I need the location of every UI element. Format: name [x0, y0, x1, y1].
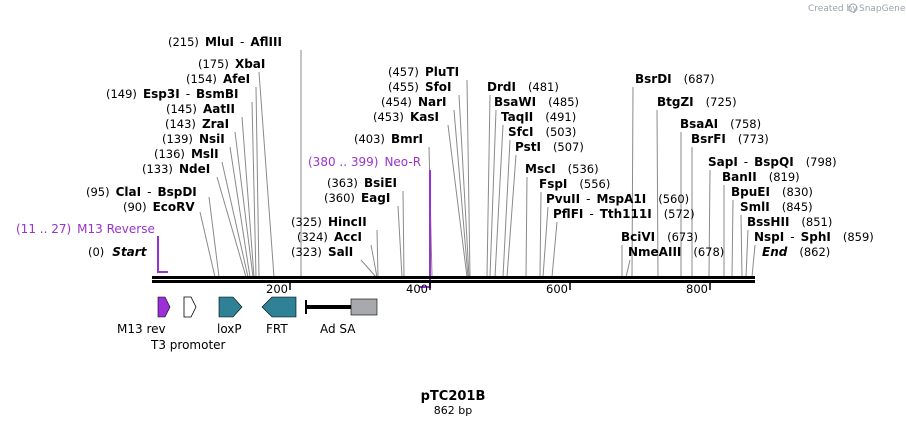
primer-arrow-icon — [157, 236, 168, 273]
site-labels-left: (215)MluI-AflIII (175)XbaI (154)AfeI (14… — [86, 35, 459, 259]
site-label-xbai: (175)XbaI — [198, 57, 265, 71]
primer-m13-reverse: (11 .. 27)M13 Reverse — [16, 222, 168, 273]
site-label-msci: MscI(536) — [525, 162, 599, 176]
site-label-pflfi: PflFI-Tth111I(572) — [553, 207, 695, 221]
site-label-zrai: (143)ZraI — [165, 117, 229, 131]
primer-label: (11 .. 27)M13 Reverse — [16, 222, 155, 236]
plasmid-length: 862 bp — [434, 404, 472, 417]
feature-frt-label: FRT — [266, 322, 288, 336]
feature-m13-rev-arrow-icon — [157, 296, 171, 318]
site-label-bsawi: BsaWI(485) — [494, 95, 579, 109]
feature-m13-rev-label: M13 rev — [117, 322, 166, 336]
site-label-bsshii: BssHII(851) — [747, 215, 832, 229]
site-label-aatii: (145)AatII — [166, 102, 235, 116]
feature-loxp-arrow-icon — [218, 296, 243, 318]
site-labels-right: DrdI(481) BsaWI(485) TaqII(491) SfcI(503… — [487, 72, 874, 259]
site-label-sapi: SapI-BspQI(798) — [708, 155, 837, 169]
snapgene-logo-icon — [848, 3, 858, 13]
site-label-acci: (324)AccI — [297, 230, 362, 244]
site-label-afei: (154)AfeI — [186, 72, 250, 86]
feature-ad-sa-label: Ad SA — [320, 322, 356, 336]
site-label-nari: (454)NarI — [381, 95, 446, 109]
primer-neo-r: (380 .. 399)Neo-R — [308, 155, 431, 288]
site-label-mlui: (215)MluI-AflIII — [168, 35, 282, 49]
site-leader-lines — [199, 50, 756, 278]
features: M13 rev T3 promoter loxP FRT Ad SA — [117, 296, 378, 352]
site-label-msli: (136)MslI — [154, 147, 219, 161]
site-label-eagi: (360)EagI — [324, 191, 390, 205]
site-label-hincii: (325)HincII — [291, 215, 367, 229]
site-label-psti: PstI(507) — [515, 140, 584, 154]
credit-prefix: Created by — [808, 4, 858, 14]
site-label-nsii: (139)NsiI — [162, 132, 225, 146]
site-label-ecorv: (90)EcoRV — [123, 200, 195, 214]
site-label-ndei: (133)NdeI — [142, 162, 210, 176]
tick-label-800: 800 — [686, 282, 708, 296]
site-label-bsrfi: BsrFI(773) — [691, 132, 769, 146]
start-label: (0)Start — [88, 245, 148, 259]
site-label-sfci: SfcI(503) — [508, 125, 576, 139]
site-label-kasi: (453)KasI — [373, 110, 439, 124]
ruler-bottom-strand — [152, 280, 755, 283]
site-label-nspi: NspI-SphI(859) — [754, 230, 874, 244]
site-label-taqii: TaqII(491) — [501, 110, 576, 124]
feature-ad-sa-intron-icon — [306, 305, 351, 309]
site-label-bsaai: BsaAI(758) — [680, 117, 761, 131]
site-label-btgzi: BtgZI(725) — [657, 95, 737, 109]
end-label: End(862) — [762, 245, 830, 259]
sequence-ruler: 200 400 600 800 — [152, 276, 755, 296]
plasmid-name: pTC201B — [421, 389, 486, 404]
credit-brand: SnapGene — [859, 4, 906, 14]
feature-t3-promoter-label: T3 promoter — [150, 338, 226, 352]
neo-arrow-icon — [419, 170, 431, 288]
feature-ad-sa-box-icon — [350, 298, 378, 316]
tick-label-400: 400 — [406, 282, 428, 296]
site-label-smli: SmlI(845) — [740, 200, 813, 214]
site-label-bsiei: (363)BsiEI — [327, 176, 397, 190]
ruler-top-strand — [152, 276, 755, 279]
site-label-fspi: FspI(556) — [539, 177, 610, 191]
neo-label: (380 .. 399)Neo-R — [308, 155, 421, 169]
site-label-banii: BanII(819) — [722, 170, 800, 184]
site-label-pluti: (457)PluTI — [388, 65, 459, 79]
site-label-nmeaiii: NmeAIII(678) — [628, 245, 724, 259]
site-label-sfoi: (455)SfoI — [388, 80, 452, 94]
snapgene-credit: Created by SnapGene — [808, 3, 906, 14]
feature-frt-arrow-icon — [261, 296, 297, 318]
site-label-bsrdi: BsrDI(687) — [635, 72, 715, 86]
feature-loxp-label: loxP — [217, 322, 242, 336]
site-label-esp3i: (149)Esp3I-BsmBI — [106, 87, 238, 101]
site-label-sali: (323)SalI — [291, 245, 353, 259]
site-label-clai: (95)ClaI-BspDI — [86, 185, 197, 199]
site-label-pvuii: PvuII-MspA1I(560) — [546, 192, 689, 206]
site-label-drdi: DrdI(481) — [487, 80, 559, 94]
site-label-bmri: (403)BmrI — [354, 132, 423, 146]
tick-label-600: 600 — [546, 282, 568, 296]
tick-label-200: 200 — [266, 282, 288, 296]
feature-t3-promoter-arrow-icon — [183, 296, 197, 318]
site-label-bpuei: BpuEI(830) — [731, 185, 813, 199]
site-label-bcivi: BciVI(673) — [621, 230, 698, 244]
